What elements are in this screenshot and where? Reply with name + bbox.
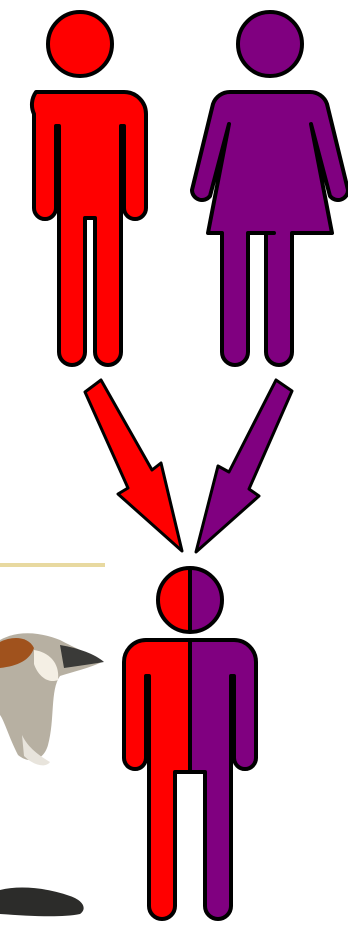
mother-figure-icon [192, 12, 348, 365]
child-figure-icon [124, 568, 256, 919]
arrow-father-to-child [85, 380, 182, 551]
father-figure-icon [32, 12, 146, 365]
dog-illustration-fragment [0, 563, 105, 916]
arrow-mother-to-child [196, 380, 292, 552]
